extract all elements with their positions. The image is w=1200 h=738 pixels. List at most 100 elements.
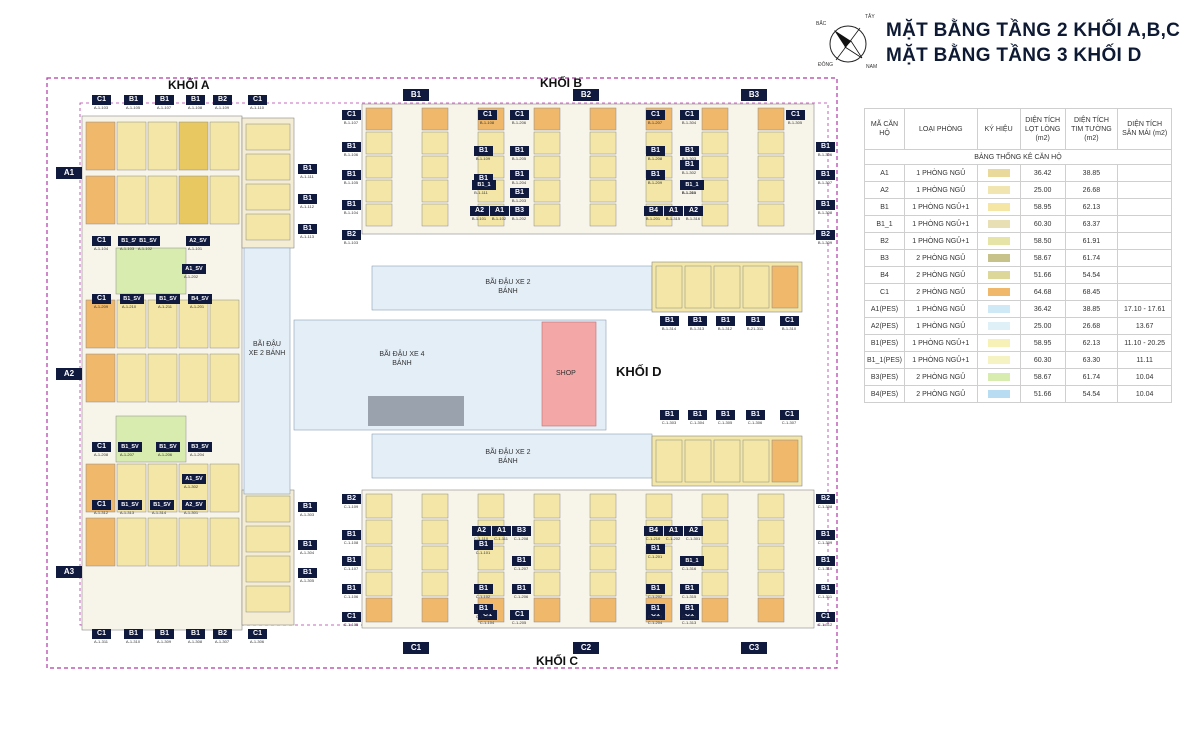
unit-room <box>421 519 449 545</box>
cell-code: B1(PES) <box>863 334 906 352</box>
unit-type-tag: B4 <box>644 526 663 536</box>
cell-terrace-area <box>1117 266 1172 284</box>
unit-type-tag: C1 <box>92 500 111 510</box>
unit-code: B-1-310 <box>781 326 797 331</box>
wing-c2: C2 <box>573 642 599 654</box>
wing-b3: B3 <box>741 89 767 101</box>
cell-net-area: 58.50 <box>1019 232 1066 250</box>
unit-type-tag: C1 <box>646 610 665 620</box>
parking-4w-label: BÃI ĐẬU XE 4 BÁNH <box>379 351 425 367</box>
unit-code: C-1-104 <box>479 620 495 625</box>
unit-room <box>147 353 178 403</box>
unit-code: A-1-311 <box>94 639 108 644</box>
cell-gross-area: 38.85 <box>1064 164 1119 182</box>
cell-room: 2 PHÒNG NGỦ <box>904 266 978 284</box>
unit-code: C-1-310 <box>817 566 833 571</box>
unit-type-tag: B1 <box>342 170 361 180</box>
courtyard-garden <box>115 415 187 463</box>
unit-code: C-1-201 <box>647 554 663 559</box>
unit-code: B-1-104 <box>343 210 359 215</box>
unit-room <box>245 585 291 613</box>
unit-code: B-1-315 <box>665 216 681 221</box>
unit-code: B-21-311 <box>746 326 764 331</box>
unit-type-tag: C1 <box>478 110 497 120</box>
cell-gross-area: 26.68 <box>1064 181 1119 199</box>
unit-type-tag: C1 <box>816 612 835 622</box>
unit-type-tag: B1 <box>124 629 143 639</box>
unit-code: B-1-302 <box>681 170 697 175</box>
unit-room <box>209 463 240 513</box>
unit-type-tag: A2_SV <box>182 500 206 510</box>
unit-room <box>245 183 291 211</box>
unit-room <box>421 203 449 227</box>
unit-code: C-1-303 <box>661 420 677 425</box>
unit-type-tag: C1 <box>92 629 111 639</box>
unit-code: A-1-110 <box>250 105 264 110</box>
unit-room <box>701 571 729 597</box>
unit-type-tag: B1 <box>298 502 317 512</box>
cell-net-area: 36.42 <box>1019 164 1066 182</box>
cell-symbol <box>976 351 1021 369</box>
header-terrace-area: DIỆN TÍCH SÂN MÁI (m2) <box>1117 108 1172 150</box>
unit-type-tag: B3 <box>512 526 531 536</box>
unit-room <box>655 265 683 309</box>
cell-net-area: 64.68 <box>1019 283 1066 301</box>
cell-gross-area: 63.30 <box>1064 351 1119 369</box>
unit-room <box>85 353 116 403</box>
ramp <box>368 396 464 426</box>
unit-room <box>365 131 393 155</box>
unit-type-tag: B1_1 <box>680 556 704 566</box>
cell-terrace-area: 10.04 <box>1117 385 1172 403</box>
unit-code: A-1-210 <box>121 304 137 309</box>
unit-type-tag: B1 <box>680 604 699 614</box>
unit-room <box>757 545 785 571</box>
unit-room <box>589 519 617 545</box>
unit-type-tag: C1 <box>92 236 111 246</box>
unit-room <box>589 107 617 131</box>
unit-room <box>477 493 505 519</box>
unit-type-tag: A1 <box>664 206 683 216</box>
unit-room <box>421 571 449 597</box>
unit-code: A-1-211 <box>158 304 172 309</box>
unit-room <box>701 107 729 131</box>
unit-room <box>533 179 561 203</box>
unit-room <box>245 123 291 151</box>
unit-room <box>421 131 449 155</box>
unit-statistics-table: BẢNG THỐNG KÊ CĂN HỘ MÃ CĂN HỘ LOẠI PHÒN… <box>863 108 1172 403</box>
cell-net-area: 58.67 <box>1019 249 1066 267</box>
unit-code: C-1-101 <box>475 550 491 555</box>
unit-code: B-1-105 <box>343 180 359 185</box>
parking-2w-b-label: BÃI ĐẬU XE 2 BÁNH <box>485 279 531 295</box>
unit-type-tag: B4 <box>644 206 663 216</box>
cell-net-area: 51.66 <box>1019 385 1066 403</box>
compass-rose: BẮC TÂY ĐÔNG NAM <box>816 12 880 72</box>
unit-room <box>365 493 393 519</box>
unit-room <box>477 545 505 571</box>
unit-code: C-1-102 <box>475 594 491 599</box>
block-d-title: KHỐI D <box>616 364 662 379</box>
unit-room <box>701 155 729 179</box>
unit-type-tag: B1 <box>298 540 317 550</box>
unit-type-tag: B1 <box>680 160 699 170</box>
unit-room <box>589 545 617 571</box>
unit-room <box>421 493 449 519</box>
unit-code: A-1-309 <box>156 639 172 644</box>
wing-a2: A2 <box>56 368 82 380</box>
unit-code: C-1-202 <box>647 594 663 599</box>
unit-type-tag: A2 <box>684 526 703 536</box>
unit-code: C-1-312 <box>817 622 833 627</box>
unit-room <box>85 121 116 171</box>
unit-type-tag: B2 <box>213 629 232 639</box>
unit-code: C-1-106 <box>343 594 359 599</box>
unit-code: A-1-202 <box>183 274 199 279</box>
unit-type-tag: B1_SV <box>120 294 144 304</box>
unit-code: A-1-204 <box>189 452 205 457</box>
cell-terrace-area: 17.10 - 17.61 <box>1117 300 1172 318</box>
unit-code: C-1-315 <box>681 594 697 599</box>
unit-type-tag: B1_SV <box>118 442 142 452</box>
cell-room: 1 PHÒNG NGỦ+1 <box>904 215 978 233</box>
wing-a1: A1 <box>56 167 82 179</box>
